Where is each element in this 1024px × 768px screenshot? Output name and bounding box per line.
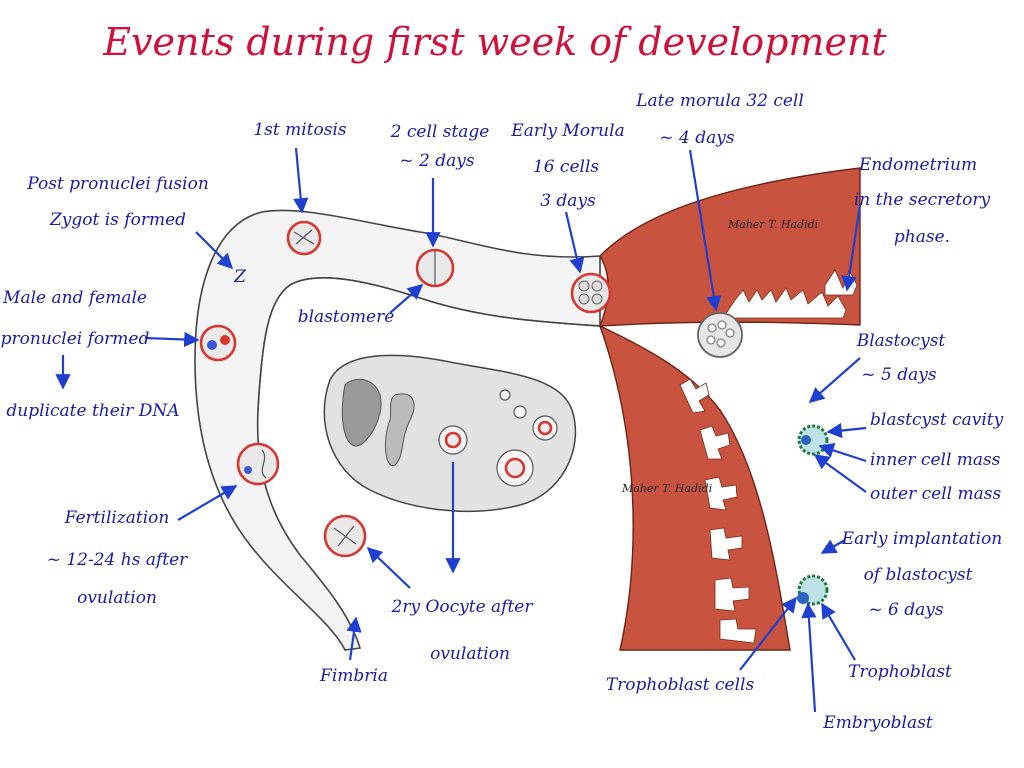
uterus-wall-top bbox=[598, 167, 861, 327]
label-pronuclei-line2: pronuclei formed bbox=[1, 329, 150, 349]
label-post-fusion-line1: Post pronuclei fusion bbox=[26, 174, 209, 194]
pointer-arrows bbox=[55, 147, 867, 713]
label-trophoblast-cells: Trophoblast cells bbox=[606, 675, 755, 695]
label-fertilization-line2: ~ 12-24 hs after bbox=[47, 550, 188, 570]
label-early-implantation-line2: of blastocyst bbox=[864, 565, 973, 585]
label-inner-cell-mass: inner cell mass bbox=[870, 450, 1001, 470]
label-first-mitosis: 1st mitosis bbox=[253, 120, 347, 140]
label-pronuclei-line1: Male and female bbox=[2, 288, 147, 308]
ovary bbox=[323, 354, 577, 513]
label-blastomere: blastomere bbox=[298, 307, 395, 327]
watermark-top: Maher T. Hadidi bbox=[727, 218, 818, 231]
label-embryoblast: Embryoblast bbox=[822, 713, 933, 733]
label-zygote-marker: Z bbox=[233, 267, 247, 287]
label-two-cell-line2: ~ 2 days bbox=[399, 151, 474, 171]
uterine-tube bbox=[194, 209, 601, 651]
label-endometrium-line2: in the secretory bbox=[854, 190, 991, 210]
label-two-cell-line1: 2 cell stage bbox=[390, 122, 490, 142]
label-fertilization-line3: ovulation bbox=[77, 588, 157, 608]
label-early-morula-line3: 3 days bbox=[540, 191, 596, 211]
label-endometrium-line1: Endometrium bbox=[858, 155, 977, 175]
label-oocyte-line2: ovulation bbox=[430, 644, 510, 664]
label-fertilization-line1: Fertilization bbox=[64, 508, 170, 528]
watermark-bottom: Maher T. Hadidi bbox=[621, 482, 712, 495]
label-early-morula-line1: Early Morula bbox=[510, 121, 624, 141]
labels: 1st mitosis 2 cell stage ~ 2 days Early … bbox=[1, 91, 1004, 733]
label-fimbria: Fimbria bbox=[319, 666, 388, 686]
label-early-implantation-line1: Early implantation bbox=[841, 529, 1003, 549]
label-trophoblast: Trophoblast bbox=[848, 662, 952, 682]
label-late-morula-line1: Late morula 32 cell bbox=[635, 91, 804, 111]
label-outer-cell-mass: outer cell mass bbox=[870, 484, 1001, 504]
developing-cells bbox=[199, 220, 829, 606]
page-title: Events during first week of development bbox=[102, 20, 887, 64]
label-post-fusion-line2: Zygot is formed bbox=[49, 210, 186, 230]
label-early-morula-line2: 16 cells bbox=[533, 157, 599, 177]
label-blastocyst-line1: Blastocyst bbox=[856, 331, 946, 351]
label-blastocyst-line2: ~ 5 days bbox=[861, 365, 936, 385]
label-late-morula-line2: ~ 4 days bbox=[659, 128, 734, 148]
label-blastocyst-cavity: blastcyst cavity bbox=[870, 410, 1004, 430]
uterus-wall-bottom bbox=[598, 324, 791, 651]
label-endometrium-line3: phase. bbox=[894, 227, 950, 247]
label-oocyte-line1: 2ry Oocyte after bbox=[391, 597, 534, 617]
label-early-implantation-line3: ~ 6 days bbox=[868, 600, 943, 620]
label-pronuclei-line3: duplicate their DNA bbox=[6, 401, 179, 421]
